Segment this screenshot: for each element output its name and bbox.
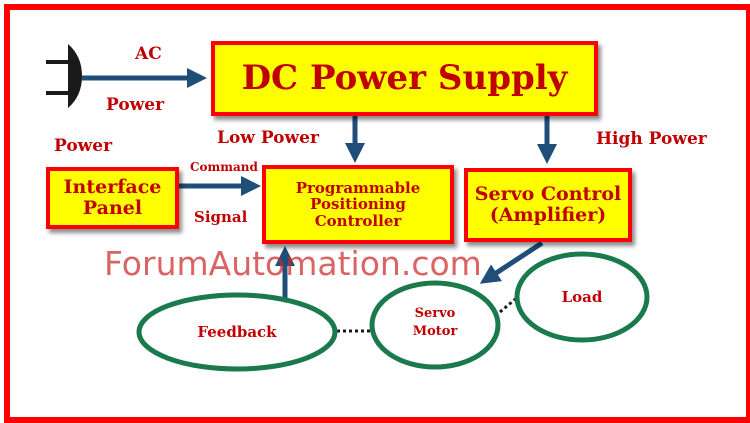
controller-label: Programmable Positioning Controller: [295, 178, 421, 230]
controller-box: Programmable Positioning Controller: [262, 165, 454, 244]
outer-frame: [4, 4, 750, 423]
plug-icon: [46, 44, 82, 108]
servo-control-box: Servo Control (Amplifier): [464, 168, 632, 242]
arrow-servo-control-to-motor: [479, 240, 544, 284]
feedback-label: Feedback: [197, 323, 277, 341]
interface-panel-label: Interface Panel: [63, 176, 162, 219]
load-label: Load: [561, 288, 603, 306]
dc-power-supply-box: DC Power Supply: [211, 41, 598, 116]
ac-label: AC: [135, 44, 162, 64]
load-ellipse: [514, 251, 650, 343]
command-label: Command: [190, 160, 258, 174]
feedback-ellipse: [136, 292, 338, 372]
high-power-label: High Power: [596, 129, 707, 149]
watermark: ForumAutomation.com: [104, 244, 482, 283]
interface-panel-box: Interface Panel: [46, 167, 179, 229]
servo-motor-label: Servo Motor: [412, 306, 458, 340]
power-in-label: Power: [106, 95, 165, 115]
power-left-label: Power: [54, 136, 113, 156]
signal-label: Signal: [194, 208, 248, 226]
servo-control-label: Servo Control (Amplifier): [474, 183, 622, 226]
low-power-label: Low Power: [217, 128, 319, 148]
servo-motor-ellipse: [369, 280, 501, 370]
dc-power-supply-label: DC Power Supply: [241, 57, 568, 98]
